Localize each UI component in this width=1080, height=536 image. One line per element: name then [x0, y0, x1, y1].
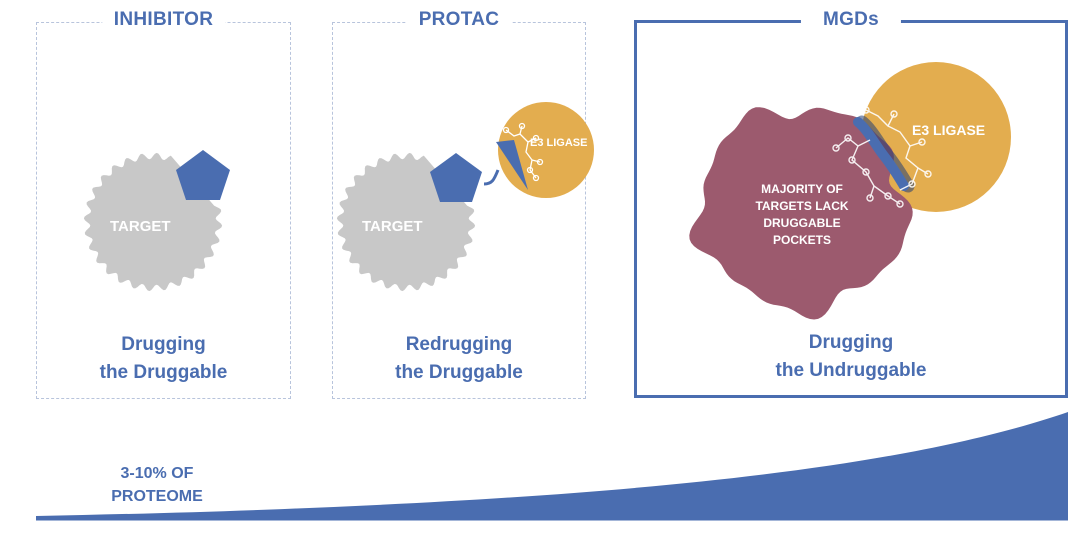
protac-caption: Redrugging the Druggable: [395, 334, 523, 383]
protac-title: PROTAC: [406, 9, 512, 31]
mgds-panel: MGDs Drugging the Undruggable: [634, 9, 1068, 398]
mgds-network-icon: [832, 106, 932, 208]
protac-binder-wedge-icon: [496, 140, 528, 190]
mgds-target-shape: [689, 107, 913, 320]
proteome-growth-ramp: [36, 412, 1068, 519]
inhibitor-molecule-icon: [176, 150, 230, 200]
mgds-caption: Drugging the Undruggable: [775, 332, 927, 381]
inhibitor-panel: INHIBITOR Drugging the Druggable: [36, 9, 291, 399]
protac-linker-icon: [483, 169, 500, 186]
mgds-ligase-label: E3 LIGASE: [912, 122, 986, 138]
mgds-glue-band-icon: [853, 117, 909, 191]
protac-network-icon: [502, 122, 544, 182]
mgds-target-label: MAJORITY OF TARGETS LACK DRUGGABLE POCKE…: [755, 182, 849, 247]
mgds-title: MGDs: [800, 9, 902, 31]
inhibitor-target-label: TARGET: [110, 218, 171, 235]
protac-target-label: TARGET: [362, 218, 423, 235]
protac-ligase-label: E3 LIGASE: [530, 137, 588, 149]
proteome-label: 3-10% OF PROTEOME: [111, 465, 203, 505]
inhibitor-title: INHIBITOR: [101, 9, 226, 31]
inhibitor-caption: Drugging the Druggable: [99, 334, 228, 383]
protac-molecule-icon: [430, 153, 482, 202]
protac-panel: PROTAC Redrugging the Druggable: [332, 9, 586, 399]
